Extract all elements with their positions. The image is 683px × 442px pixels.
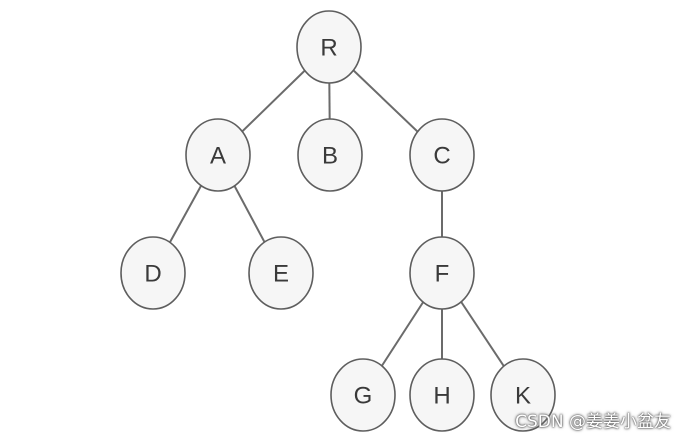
node-label-e: E (273, 261, 289, 288)
node-a: A (185, 118, 251, 192)
node-circle-d (120, 236, 186, 310)
node-label-c: C (433, 143, 450, 170)
tree-edges (152, 46, 524, 396)
node-b: B (297, 118, 363, 192)
node-label-b: B (322, 143, 338, 170)
node-circle-k (490, 358, 556, 432)
tree-nodes: R A B C D E F G H K (120, 10, 556, 432)
node-c: C (409, 118, 475, 192)
node-circle-e (248, 236, 314, 310)
node-r: R (296, 10, 362, 84)
watermark: CSDN @姜姜小盆友 (515, 412, 671, 432)
node-circle-a (185, 118, 251, 192)
node-circle-b (297, 118, 363, 192)
node-label-d: D (144, 261, 161, 288)
node-d: D (120, 236, 186, 310)
node-h: H (409, 358, 475, 432)
node-circle-c (409, 118, 475, 192)
node-g: G (330, 358, 396, 432)
node-circle-r (296, 10, 362, 84)
node-e: E (248, 236, 314, 310)
node-f: F (409, 236, 475, 310)
node-label-g: G (354, 383, 373, 410)
node-circle-g (330, 358, 396, 432)
node-label-f: F (435, 261, 450, 288)
node-label-h: H (433, 383, 450, 410)
node-k: K (490, 358, 556, 432)
node-label-a: A (210, 143, 226, 170)
node-label-k: K (515, 383, 531, 410)
node-circle-f (409, 236, 475, 310)
node-circle-h (409, 358, 475, 432)
node-label-r: R (320, 35, 337, 62)
